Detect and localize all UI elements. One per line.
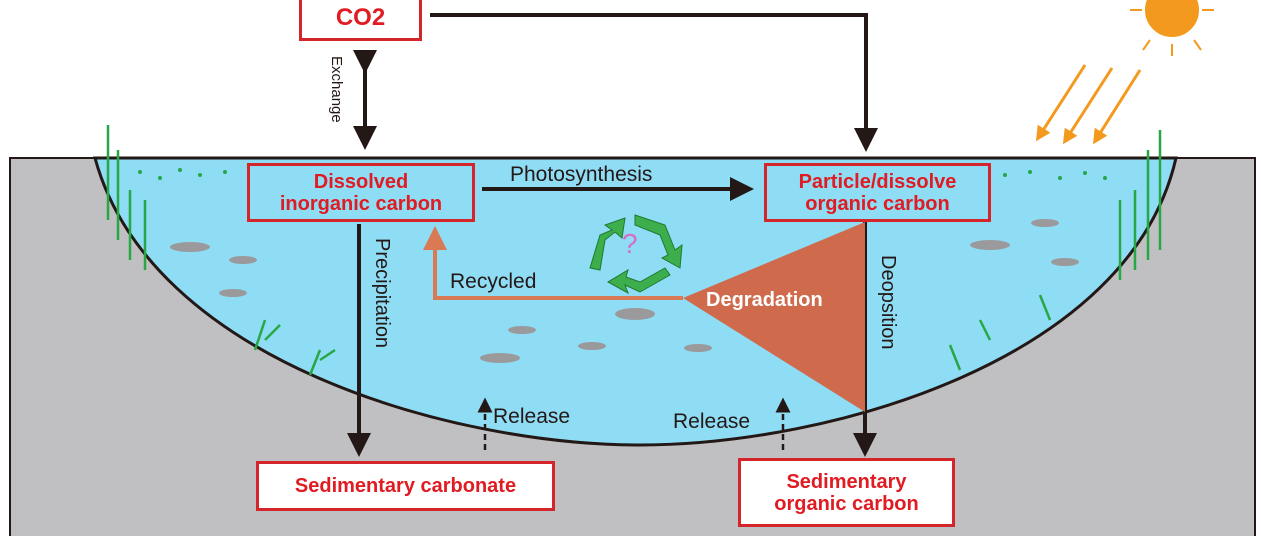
sed-carbonate-label: Sedimentary carbonate: [294, 475, 517, 497]
release-label-left: Release: [493, 405, 571, 428]
poc-line2: organic carbon: [805, 192, 950, 215]
precipitation-label: Precipitation: [371, 238, 393, 349]
recycle-icon: [589, 214, 683, 295]
release-label-right: Release: [673, 410, 751, 433]
sun-icon: [1130, 0, 1214, 56]
co2-label: CO2: [335, 4, 386, 32]
lake-water: [93, 156, 1178, 447]
dic-line1: Dissolved: [313, 170, 409, 193]
soc-line2: organic carbon: [774, 492, 919, 515]
soc-line1: Sedimentary: [786, 470, 907, 493]
exchange-label: Exchange: [328, 56, 345, 123]
degradation-triangle: [683, 222, 865, 412]
fish-icons: [170, 219, 1079, 363]
dic-line2: inorganic carbon: [279, 192, 443, 215]
deposition-label: Deopsition: [877, 255, 899, 350]
reed-plants: [106, 125, 1162, 376]
photosynthesis-label: Photosynthesis: [510, 163, 653, 186]
recycled-label: Recycled: [450, 270, 537, 293]
degradation-label: Degradation: [706, 289, 823, 311]
co2-to-organic-arrow: [430, 13, 878, 152]
sedimentary-carbonate-box: Sedimentary carbonate: [256, 461, 555, 511]
question-mark: ?: [622, 228, 638, 259]
co2-box: CO2: [299, 0, 422, 41]
poc-line1: Particle/dissolve: [798, 170, 957, 193]
recycled-arrow: [423, 226, 683, 300]
algae-dots: [138, 168, 1107, 180]
sunlight-arrows: [1035, 64, 1142, 145]
